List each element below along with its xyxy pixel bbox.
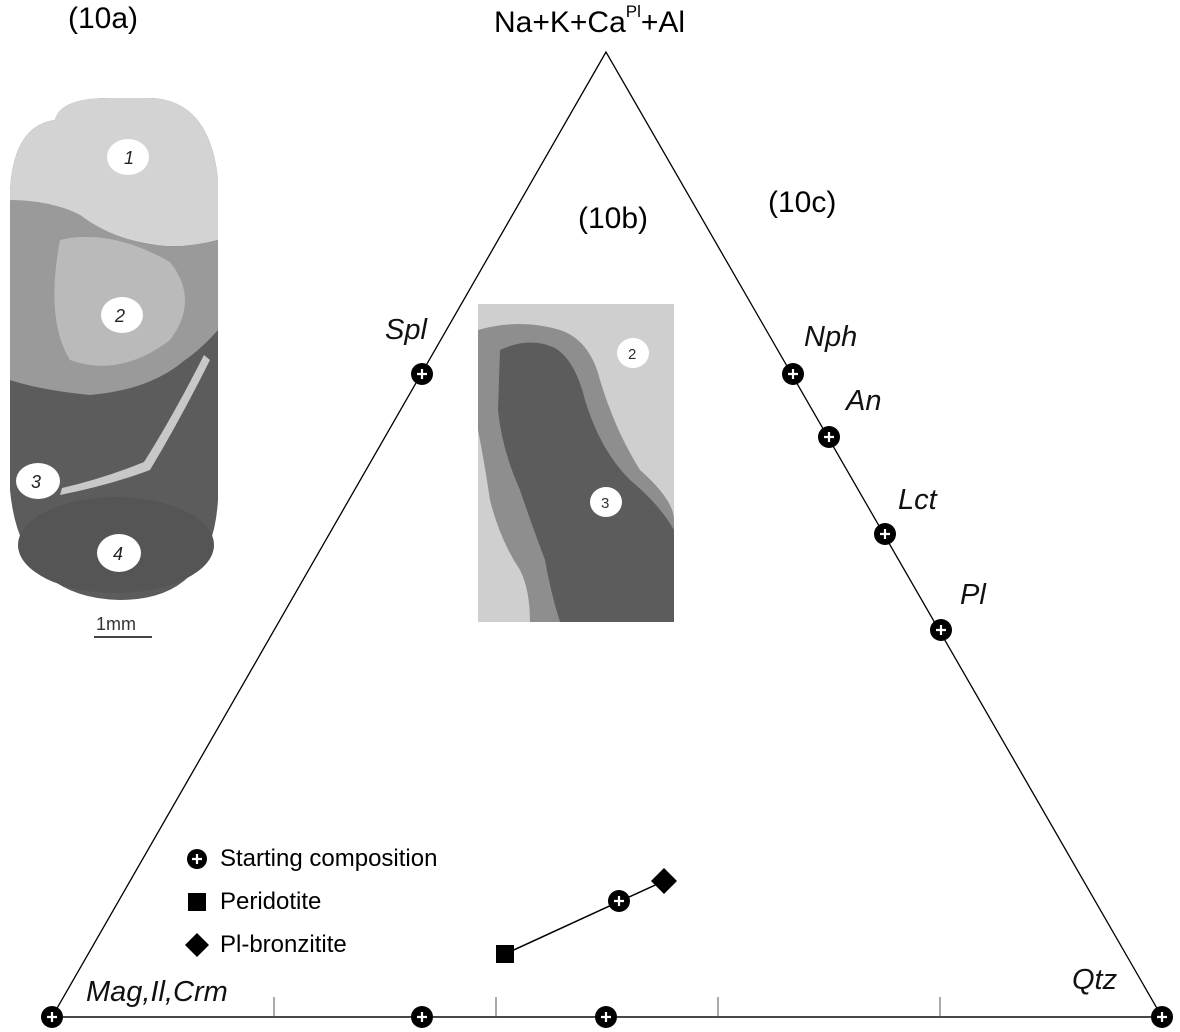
marker-base-2 bbox=[595, 1006, 617, 1028]
panel-label-10a: (10a) bbox=[68, 2, 139, 35]
square-icon bbox=[188, 893, 206, 911]
spot-3b bbox=[590, 487, 622, 517]
plus-icon bbox=[936, 625, 946, 635]
scale-bar-label: 1mm bbox=[96, 614, 136, 634]
spot-2b bbox=[617, 338, 649, 368]
plus-icon bbox=[788, 369, 798, 379]
mineral-label-an: An bbox=[846, 385, 882, 417]
apex-suffix: +Al bbox=[640, 6, 686, 39]
spot-4 bbox=[97, 534, 141, 572]
legend-plus-circle-icon bbox=[182, 848, 212, 870]
spot-label-2a: 2 bbox=[114, 306, 125, 326]
spot-1 bbox=[107, 139, 149, 175]
marker-mag bbox=[41, 1006, 63, 1028]
plus-icon bbox=[417, 369, 427, 379]
legend-starting-composition: Starting composition bbox=[182, 845, 437, 873]
composition-markers bbox=[41, 363, 1173, 1028]
apex-superscript: Pl bbox=[625, 2, 641, 21]
base-ticks bbox=[273, 997, 941, 1017]
plus-icon bbox=[614, 896, 624, 906]
peridotite-marker bbox=[496, 945, 514, 963]
mineral-label-qtz: Qtz bbox=[1072, 964, 1118, 996]
legend-bronzitite-label: Pl-bronzitite bbox=[220, 931, 347, 958]
marker-lct bbox=[874, 523, 896, 545]
panel-label-10c: (10c) bbox=[768, 186, 837, 219]
marker-base-1 bbox=[411, 1006, 433, 1028]
legend-peridotite: Peridotite bbox=[182, 888, 321, 916]
plus-icon bbox=[824, 432, 834, 442]
legend-diamond-icon bbox=[182, 932, 212, 958]
marker-spl bbox=[411, 363, 433, 385]
sample-image-10b bbox=[478, 304, 674, 622]
plus-circle-icon bbox=[187, 849, 207, 869]
spot-2a bbox=[101, 297, 143, 333]
marker-qtz bbox=[1151, 1006, 1173, 1028]
mineral-label-lct: Lct bbox=[898, 484, 937, 516]
spot-label-3b: 3 bbox=[601, 495, 609, 512]
mineral-label-mag: Mag,Il,Crm bbox=[86, 976, 228, 1008]
panel-label-10b: (10b) bbox=[578, 202, 649, 235]
marker-nph bbox=[782, 363, 804, 385]
apex-label: Na+K+CaPl+Al bbox=[494, 2, 686, 40]
spot-label-4: 4 bbox=[113, 544, 123, 564]
apex-prefix: Na+K+Ca bbox=[494, 6, 626, 39]
vein bbox=[60, 355, 210, 495]
spot-3a bbox=[16, 463, 60, 499]
plus-icon bbox=[601, 1012, 611, 1022]
legend-peridotite-label: Peridotite bbox=[220, 888, 322, 915]
mineral-label-nph: Nph bbox=[804, 321, 858, 353]
bronzitite-marker bbox=[651, 868, 677, 894]
mineral-label-spl: Spl bbox=[385, 314, 427, 346]
plus-icon bbox=[880, 529, 890, 539]
diamond-icon bbox=[185, 933, 209, 957]
analysis-spots: 1 2 3 4 2 3 bbox=[16, 139, 649, 572]
legend-bronzitite: Pl-bronzitite bbox=[182, 931, 347, 959]
plus-icon bbox=[1157, 1012, 1167, 1022]
spot-label-1: 1 bbox=[124, 148, 134, 168]
marker-pl bbox=[930, 619, 952, 641]
light-phase-top bbox=[10, 98, 218, 247]
mineral-label-pl: Pl bbox=[960, 579, 986, 611]
marker-an bbox=[818, 426, 840, 448]
legend-starting-label: Starting composition bbox=[220, 845, 438, 872]
plus-icon bbox=[47, 1012, 57, 1022]
spot-label-3a: 3 bbox=[31, 472, 41, 492]
legend-square-icon bbox=[182, 891, 212, 913]
marker-starting bbox=[608, 890, 630, 912]
image-10b-core bbox=[498, 342, 674, 622]
plus-icon bbox=[417, 1012, 427, 1022]
tie-line bbox=[504, 880, 665, 955]
spot-label-2b: 2 bbox=[628, 346, 636, 363]
